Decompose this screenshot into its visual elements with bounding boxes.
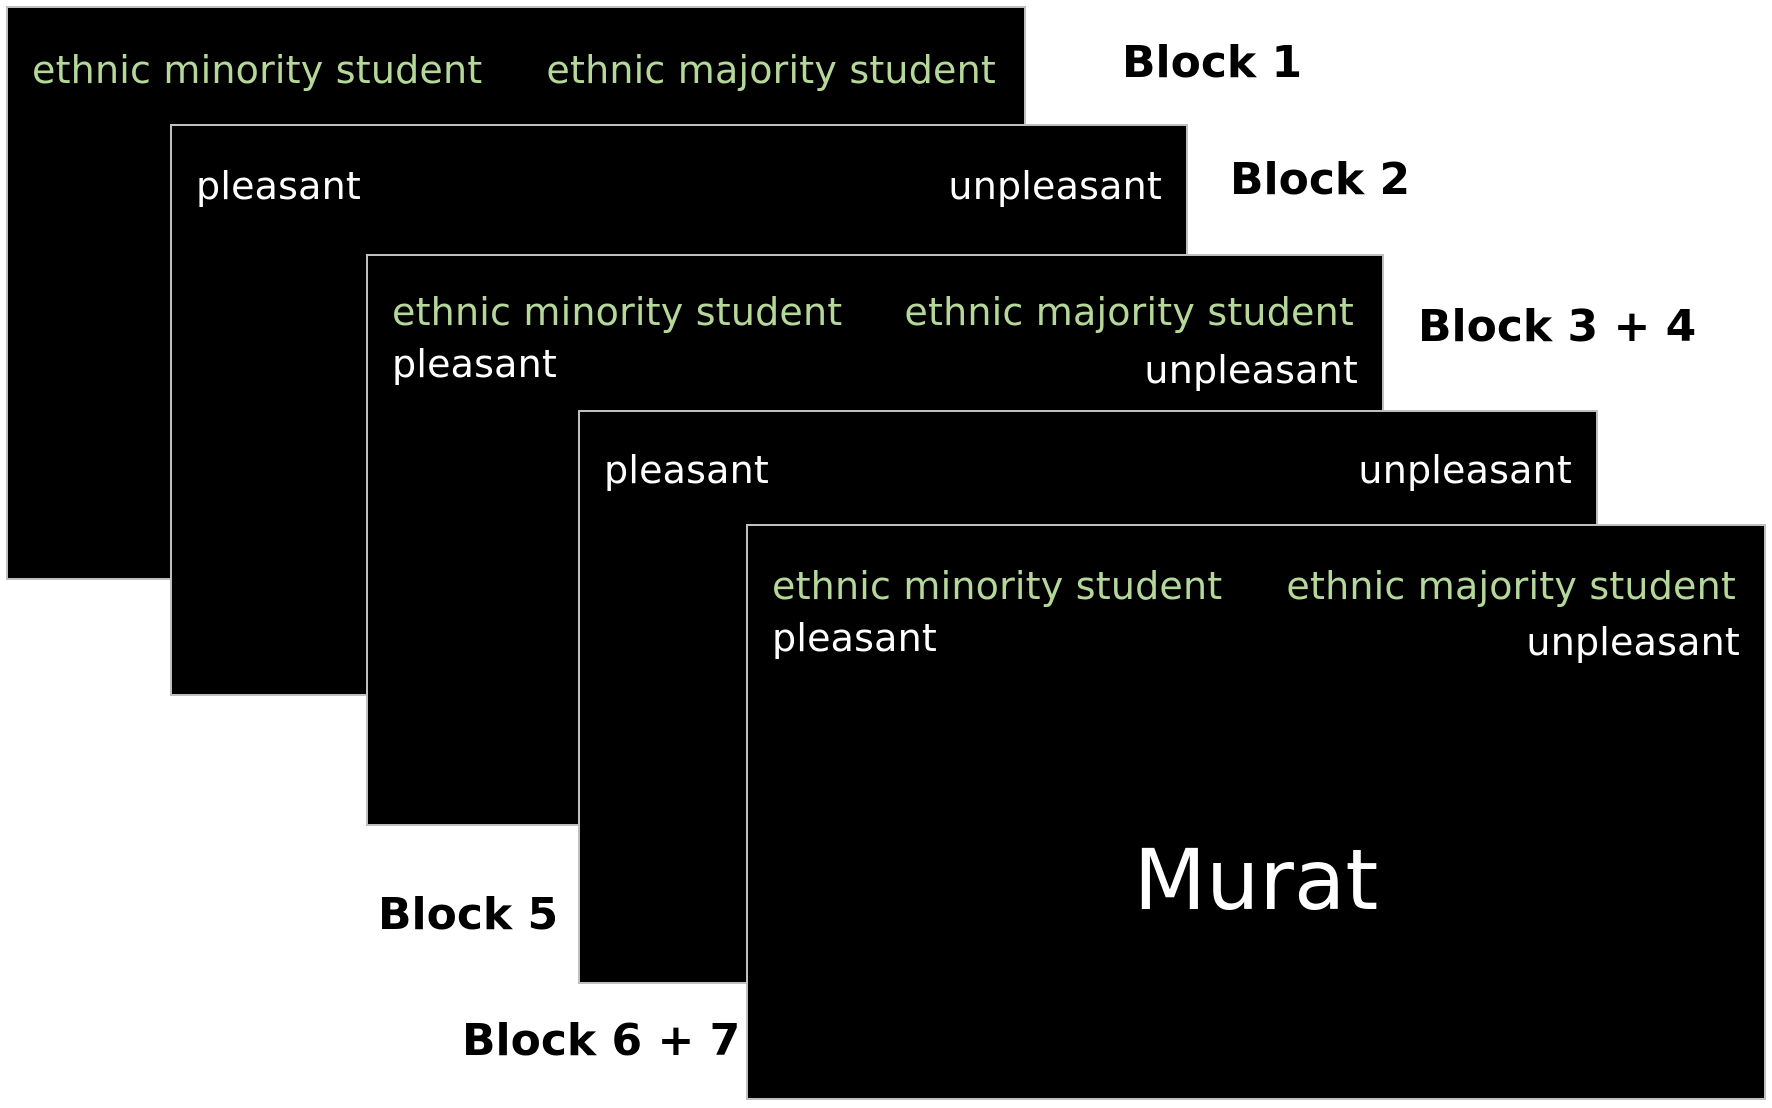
- category-left-top: pleasant: [196, 164, 362, 208]
- category-left-bottom: pleasant: [392, 342, 558, 386]
- category-right-top: ethnic majority student: [904, 290, 1354, 334]
- category-left-top: pleasant: [604, 448, 770, 492]
- block-label-2: Block 2: [1230, 154, 1411, 205]
- category-left-bottom: pleasant: [772, 616, 938, 660]
- stimulus-word: Murat: [1133, 831, 1379, 929]
- screen-block-6-7: ethnic minority student ethnic majority …: [746, 524, 1766, 1100]
- category-left-top: ethnic minority student: [392, 290, 843, 334]
- category-left-top: ethnic minority student: [32, 48, 483, 92]
- category-right-top: ethnic majority student: [546, 48, 996, 92]
- block-label-3-4: Block 3 + 4: [1418, 301, 1697, 352]
- block-label-5: Block 5: [378, 889, 559, 940]
- category-right-top: unpleasant: [948, 164, 1162, 208]
- block-label-1: Block 1: [1122, 37, 1303, 88]
- category-left-top: ethnic minority student: [772, 564, 1223, 608]
- block-label-6-7: Block 6 + 7: [462, 1015, 741, 1066]
- category-right-bottom: unpleasant: [1144, 348, 1358, 392]
- category-right-top: unpleasant: [1358, 448, 1572, 492]
- category-right-bottom: unpleasant: [1526, 620, 1740, 664]
- category-right-top: ethnic majority student: [1286, 564, 1736, 608]
